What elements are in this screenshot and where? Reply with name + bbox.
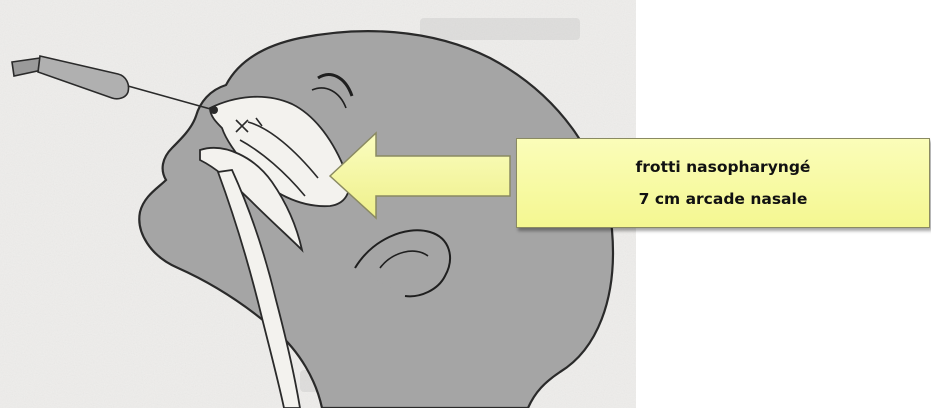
annotation-title: frotti nasopharyngé	[636, 158, 811, 176]
annotation-depth: 7 cm arcade nasale	[639, 190, 808, 208]
annotation-box: frotti nasopharyngé 7 cm arcade nasale	[516, 138, 930, 228]
